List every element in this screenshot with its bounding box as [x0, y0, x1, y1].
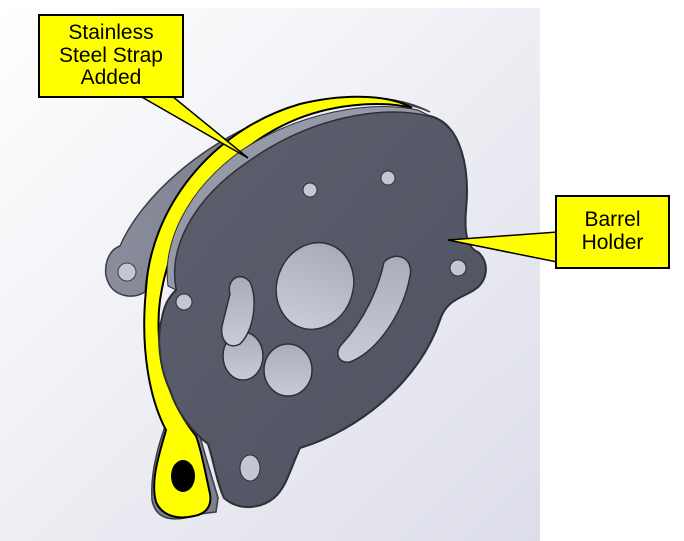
strap-callout-label: Stainless Steel Strap Added [38, 14, 184, 98]
barrel-callout-label: Barrel Holder [555, 195, 670, 269]
top-hole-right [380, 170, 396, 186]
left-ear-hole [175, 293, 193, 311]
lower-hole-left [263, 343, 313, 397]
left-slot [220, 276, 255, 347]
bottom-tab-hole [239, 454, 261, 482]
top-hole-left [302, 182, 318, 198]
rear-ear-hole [117, 262, 137, 282]
right-slot [337, 255, 412, 363]
strap-tab-hole [171, 460, 195, 492]
right-ear-hole [449, 259, 467, 277]
plate-holes [175, 170, 467, 482]
center-bore [275, 241, 355, 331]
